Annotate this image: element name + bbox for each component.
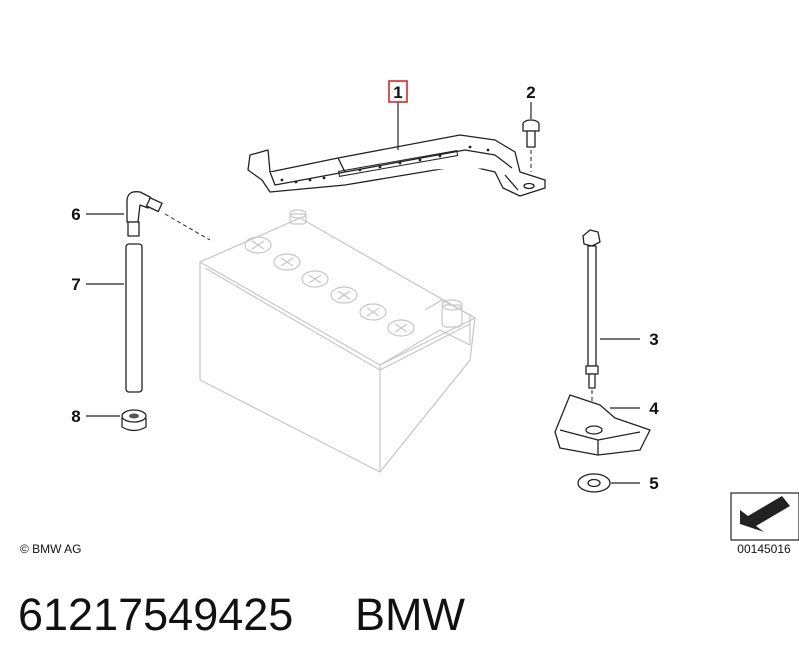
washer-part-5 xyxy=(577,473,611,493)
elbow-fitting-part-6 xyxy=(126,191,211,241)
callout-label-1: 1 xyxy=(393,83,402,102)
copyright-text: © BMW AG xyxy=(20,542,82,556)
callout-label-3: 3 xyxy=(649,330,658,349)
callout-label-2: 2 xyxy=(526,83,535,102)
rod-part-3 xyxy=(582,229,601,425)
callout-label-4: 4 xyxy=(649,399,659,418)
image-code-text: 00145016 xyxy=(737,542,791,556)
callout-label-8: 8 xyxy=(71,407,80,426)
callout-label-5: 5 xyxy=(649,474,658,493)
callout-label-6: 6 xyxy=(71,205,80,224)
brand-text: BMW xyxy=(355,589,466,640)
callout-1-highlight-box xyxy=(388,80,408,103)
clamp-part-4 xyxy=(554,394,651,456)
bracket-part-1 xyxy=(247,134,546,197)
part-number-text: 61217549425 xyxy=(18,589,293,640)
callout-label-7: 7 xyxy=(71,275,80,294)
bolt-part-2 xyxy=(522,119,540,172)
grommet-part-8 xyxy=(121,409,147,432)
vent-hose-part-7 xyxy=(125,243,143,393)
direction-arrow-icon xyxy=(730,492,799,541)
battery-illustration xyxy=(199,209,476,473)
